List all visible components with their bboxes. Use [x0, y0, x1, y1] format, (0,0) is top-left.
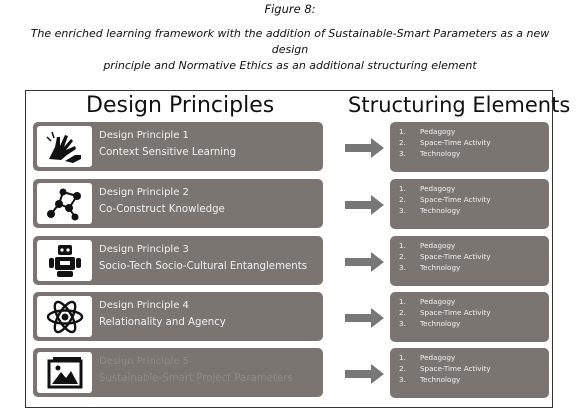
arrow-right-icon: [345, 308, 384, 328]
design-principle-5: Design Principle 5 Sustainable-Smart Pro…: [33, 348, 323, 397]
design-principle-3: Design Principle 3 Socio-Tech Socio-Cult…: [33, 236, 323, 285]
principle-title: Design Principle 2: [99, 187, 189, 198]
design-principles-header: Design Principles: [86, 93, 275, 118]
design-principle-2: Design Principle 2 Co-Construct Knowledg…: [33, 179, 323, 228]
hands-icon: [37, 126, 92, 167]
principle-subtitle: Relationality and Agency: [99, 317, 226, 328]
robot-icon: [37, 240, 92, 281]
principle-title: Design Principle 4: [99, 300, 189, 311]
caption-line-2: principle and Normative Ethics as an add…: [103, 59, 477, 72]
arrow-right-icon: [345, 138, 384, 158]
structuring-list: 1.Pedagogy 2.Space-Time Activity 3.Techn…: [396, 352, 491, 385]
list-item: 2.Space-Time Activity: [399, 138, 491, 147]
list-item: 3.Technology: [399, 206, 461, 215]
caption-line-1: The enriched learning framework with the…: [30, 27, 550, 56]
structuring-elements-box-5: 1.Pedagogy 2.Space-Time Activity 3.Techn…: [390, 348, 549, 398]
arrow-right-icon: [345, 364, 384, 384]
principle-title: Design Principle 1: [99, 130, 189, 141]
principle-subtitle: Sustainable-Smart Project Parameters: [99, 373, 293, 384]
principle-title: Design Principle 5: [99, 356, 189, 367]
structuring-elements-box-4: 1.Pedagogy 2.Space-Time Activity 3.Techn…: [390, 292, 549, 342]
arrow-right-icon: [345, 252, 384, 272]
principle-subtitle: Socio-Tech Socio-Cultural Entanglements: [99, 261, 308, 272]
list-item: 3.Technology: [399, 319, 461, 328]
list-item: 1.Pedagogy: [399, 241, 456, 250]
list-item: 2.Space-Time Activity: [399, 308, 491, 317]
structuring-elements-box-1: 1.Pedagogy 2.Space-Time Activity 3.Techn…: [390, 122, 549, 172]
figure-caption: The enriched learning framework with the…: [20, 26, 560, 74]
atom-icon: [37, 296, 92, 337]
structuring-elements-box-2: 1.Pedagogy 2.Space-Time Activity 3.Techn…: [390, 179, 549, 229]
structuring-list: 1.Pedagogy 2.Space-Time Activity 3.Techn…: [396, 183, 491, 216]
arrow-right-icon: [345, 195, 384, 215]
structuring-elements-box-3: 1.Pedagogy 2.Space-Time Activity 3.Techn…: [390, 236, 549, 286]
list-item: 2.Space-Time Activity: [399, 195, 491, 204]
figure-label: Figure 8:: [264, 2, 316, 16]
image-icon: [37, 352, 92, 393]
structuring-list: 1.Pedagogy 2.Space-Time Activity 3.Techn…: [396, 126, 491, 159]
list-item: 3.Technology: [399, 375, 461, 384]
list-item: 3.Technology: [399, 263, 461, 272]
list-item: 1.Pedagogy: [399, 297, 456, 306]
list-item: 2.Space-Time Activity: [399, 364, 491, 373]
design-principle-4: Design Principle 4 Relationality and Age…: [33, 292, 323, 341]
structuring-list: 1.Pedagogy 2.Space-Time Activity 3.Techn…: [396, 240, 491, 273]
list-item: 3.Technology: [399, 149, 461, 158]
list-item: 2.Space-Time Activity: [399, 252, 491, 261]
network-icon: [37, 183, 92, 224]
list-item: 1.Pedagogy: [399, 127, 456, 136]
principle-subtitle: Co-Construct Knowledge: [99, 204, 225, 215]
design-principle-1: Design Principle 1 Context Sensitive Lea…: [33, 122, 323, 171]
structuring-list: 1.Pedagogy 2.Space-Time Activity 3.Techn…: [396, 296, 491, 329]
structuring-elements-header: Structuring Elements: [348, 93, 571, 117]
principle-title: Design Principle 3: [99, 244, 189, 255]
principle-subtitle: Context Sensitive Learning: [99, 147, 237, 158]
list-item: 1.Pedagogy: [399, 353, 456, 362]
list-item: 1.Pedagogy: [399, 184, 456, 193]
